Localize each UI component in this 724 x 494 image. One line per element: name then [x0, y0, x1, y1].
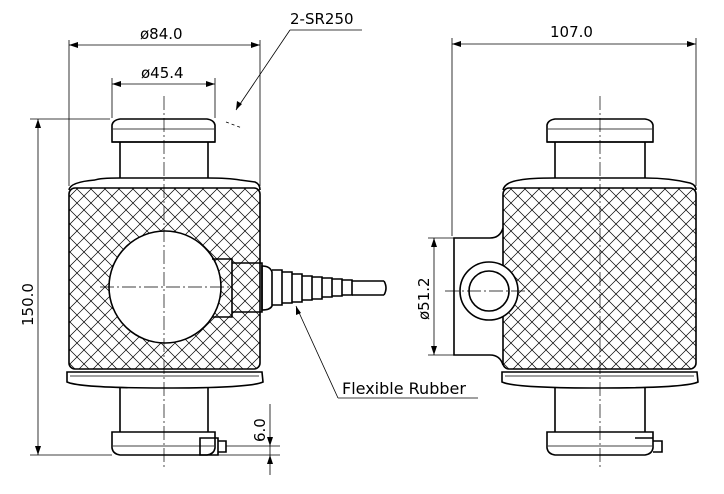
dim-side-boss-diameter: ø51.2	[415, 277, 433, 320]
dim-top-diameter: ø45.4	[141, 64, 184, 82]
side-top-cap	[546, 118, 654, 143]
dim-base-offset: 6.0	[251, 418, 269, 442]
side-bottom-cap	[546, 431, 654, 456]
dim-outer-diameter: ø84.0	[140, 25, 183, 43]
side-knurled-body	[502, 187, 697, 370]
dim-spherical-radius: 2-SR250	[290, 10, 354, 28]
flexible-rubber-label: Flexible Rubber	[342, 379, 466, 398]
front-lower-neck	[119, 388, 209, 432]
dim-side-width: 107.0	[550, 23, 593, 41]
front-dimensions	[30, 29, 362, 475]
cable-strain-relief	[261, 265, 353, 311]
side-connector-boss	[453, 227, 504, 366]
cable	[352, 280, 387, 296]
cable-callout-leader	[295, 305, 478, 399]
front-upper-neck	[119, 142, 209, 178]
front-view	[66, 118, 387, 456]
side-dimensions	[428, 38, 697, 356]
front-top-cap	[111, 118, 216, 143]
side-view	[453, 118, 699, 456]
dim-overall-height: 150.0	[19, 283, 37, 326]
